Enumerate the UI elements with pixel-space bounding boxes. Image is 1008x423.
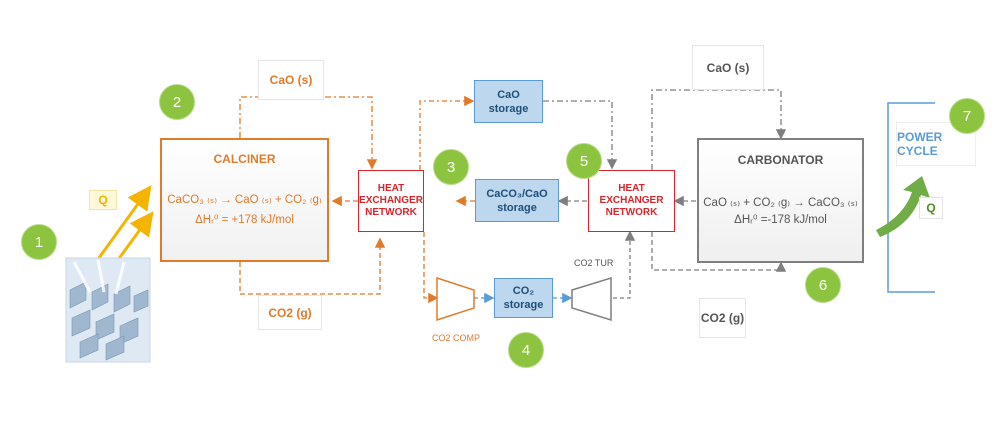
- cao-storage-line2: storage: [488, 102, 529, 115]
- q-right-label: Q: [919, 197, 943, 219]
- calciner-enthalpy: ΔHᵣ⁰ = +178 kJ/mol: [195, 214, 294, 226]
- cao-storage-box: CaO storage: [474, 80, 543, 123]
- co2-comp-label: CO2 COMP: [432, 333, 481, 343]
- calciner-title: CALCINER: [213, 152, 276, 166]
- badge-5: 5: [566, 143, 602, 179]
- calciner-box: CALCINER CaCO₃ ₍ₛ₎ → CaO ₍ₛ₎ + CO₂ ₍g₎ Δ…: [160, 138, 329, 262]
- co2-left-label: CO2 (g): [258, 295, 322, 330]
- hx-right-line3: NETWORK: [605, 207, 658, 218]
- badge-1: 1: [21, 224, 57, 260]
- badge-2: 2: [159, 84, 195, 120]
- cao-storage-line1: CaO: [497, 88, 520, 101]
- power-cycle-bracket: [887, 102, 935, 293]
- cao-left-label: CaO (s): [258, 60, 324, 100]
- hx-to-cao-storage-line: [419, 95, 475, 170]
- hx-to-carbonator-co2-line: [651, 232, 787, 272]
- heat-exchanger-left: HEAT EXCHANGER NETWORK: [358, 170, 424, 232]
- heat-exchanger-right: HEAT EXCHANGER NETWORK: [588, 170, 675, 232]
- co2-line-calciner-to-hx: [239, 237, 386, 295]
- q-left-label: Q: [89, 190, 117, 210]
- badge-3: 3: [433, 149, 469, 185]
- turbine-to-hx-line: [613, 230, 636, 299]
- heat-arrow-icon: [876, 176, 930, 237]
- solar-q-arrow-1: [94, 185, 152, 263]
- hx-to-carbonator-cao-line: [651, 89, 787, 170]
- hx-right-line2: EXCHANGER: [599, 195, 664, 206]
- caco3-storage-line1: CaCO₃/CaO: [486, 187, 548, 200]
- co2-storage-line2: storage: [503, 299, 544, 311]
- badge-7: 7: [949, 98, 985, 134]
- hx-to-compressor-line: [423, 232, 439, 304]
- carbonator-reaction: CaO ₍ₛ₎ + CO₂ ₍g₎ → CaCO₃ ₍ₛ₎: [703, 197, 858, 209]
- carbonator-box: CARBONATOR CaO ₍ₛ₎ + CO₂ ₍g₎ → CaCO₃ ₍ₛ₎…: [697, 138, 864, 263]
- carbonator-enthalpy: ΔHᵣ⁰ =-178 kJ/mol: [734, 214, 827, 226]
- calciner-reaction: CaCO₃ ₍ₛ₎ → CaO ₍ₛ₎ + CO₂ ₍g₎: [167, 194, 322, 206]
- carbonator-title: CARBONATOR: [737, 153, 824, 167]
- compressor-icon: [436, 276, 475, 322]
- hx-left-line2: EXCHANGER: [359, 195, 423, 206]
- badge-6: 6: [805, 267, 841, 303]
- co2-storage-line1: CO₂: [512, 285, 535, 297]
- caco3-cao-storage-box: CaCO₃/CaO storage: [475, 179, 559, 222]
- co2-right-label: CO2 (g): [699, 298, 746, 338]
- hx-left-line1: HEAT: [377, 183, 405, 194]
- hx-left-line3: NETWORK: [365, 207, 417, 218]
- hx-right-line1: HEAT: [618, 183, 645, 194]
- badge-4: 4: [508, 332, 544, 368]
- solar-field-image: [65, 257, 151, 363]
- co2-tur-label: CO2 TUR: [574, 258, 614, 268]
- cao-right-label: CaO (s): [692, 45, 764, 90]
- cao-storage-to-hx-line: [543, 100, 618, 170]
- co2-storage-box: CO₂ storage: [494, 278, 553, 318]
- caco3-storage-line2: storage: [497, 201, 537, 214]
- turbine-icon: [571, 276, 612, 322]
